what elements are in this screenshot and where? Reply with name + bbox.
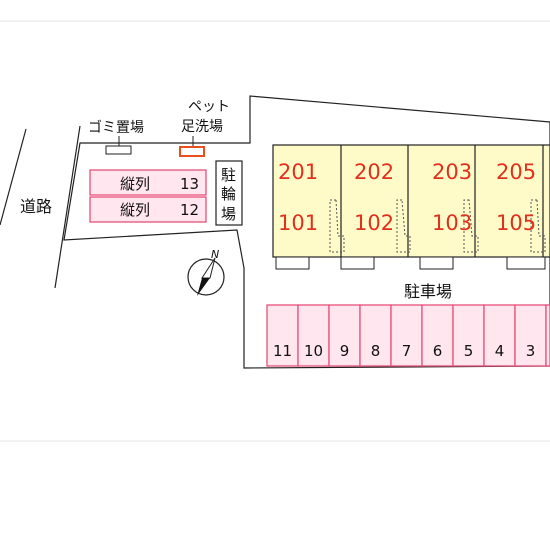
parking-space-number: 11 bbox=[273, 342, 292, 360]
tandem-row-label: 縦列 bbox=[120, 201, 150, 219]
parking-spaces: 11 10 9 8 7 6 5 4 3 bbox=[266, 304, 550, 367]
parking-space bbox=[514, 304, 547, 367]
bicycle-parking-char-1: 駐 bbox=[221, 166, 236, 184]
parking-space-number: 10 bbox=[304, 342, 323, 360]
room-202: 202 bbox=[354, 160, 394, 184]
garbage-box bbox=[105, 145, 132, 155]
room-201: 201 bbox=[278, 160, 318, 184]
parking-label: 駐車場 bbox=[404, 282, 452, 301]
parking-space-partial bbox=[545, 304, 550, 367]
pet-wash-label-1: ペット bbox=[188, 99, 230, 115]
parking-space bbox=[297, 304, 330, 367]
garbage-label: ゴミ置場 bbox=[88, 119, 144, 136]
road-label: 道路 bbox=[20, 197, 52, 216]
bicycle-parking-char-2: 輪 bbox=[221, 185, 236, 203]
parking-space bbox=[421, 304, 454, 367]
parking-space-number: 6 bbox=[433, 342, 443, 360]
parking-space-number: 5 bbox=[464, 342, 474, 360]
parking-space-number: 3 bbox=[526, 342, 536, 360]
tandem-row-number: 12 bbox=[180, 201, 199, 219]
pet-wash-box bbox=[179, 146, 205, 157]
bicycle-parking-box bbox=[215, 160, 243, 226]
building-body bbox=[272, 144, 550, 258]
tandem-row-label: 縦列 bbox=[120, 175, 150, 193]
parking-space-number: 7 bbox=[402, 342, 412, 360]
room-101: 101 bbox=[278, 211, 318, 235]
north-compass-icon: N bbox=[187, 248, 225, 296]
parking-space-number: 4 bbox=[495, 342, 505, 360]
building: 201 101 202 102 203 103 205 105 bbox=[272, 144, 550, 270]
tandem-row-1: 縦列 13 bbox=[89, 169, 207, 196]
room-205: 205 bbox=[496, 160, 536, 184]
pet-wash-label-2: 足洗場 bbox=[181, 119, 223, 135]
parking-space-number: 8 bbox=[371, 342, 381, 360]
parking-space bbox=[483, 304, 516, 367]
road-lines bbox=[0, 125, 81, 289]
bicycle-parking-char-3: 場 bbox=[221, 205, 236, 223]
room-102: 102 bbox=[354, 211, 394, 235]
tandem-row-2: 縦列 12 bbox=[89, 196, 207, 223]
parking-space bbox=[359, 304, 392, 367]
parking-space-number: 9 bbox=[340, 342, 350, 360]
room-105: 105 bbox=[496, 211, 536, 235]
room-103: 103 bbox=[432, 211, 472, 235]
north-label: N bbox=[211, 248, 219, 261]
room-203: 203 bbox=[432, 160, 472, 184]
tandem-row-number: 13 bbox=[180, 175, 199, 193]
